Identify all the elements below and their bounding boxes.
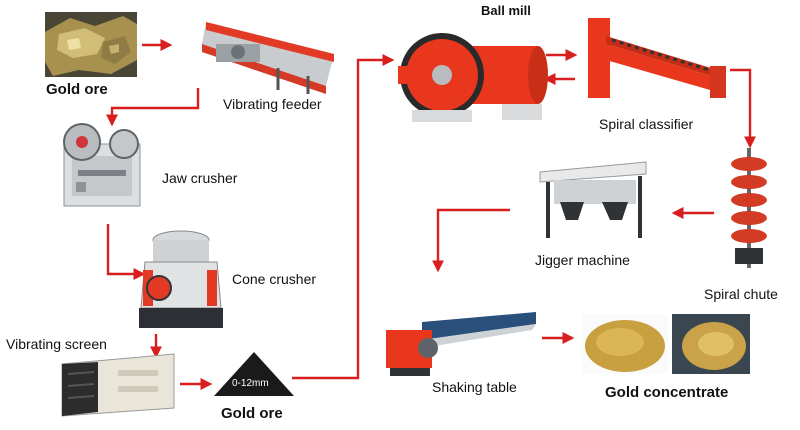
label-gold-ore-top: Gold ore	[46, 81, 108, 98]
ore-pile-triangle	[214, 352, 294, 396]
gold-concentrate-photo-left	[582, 314, 668, 374]
ball-mill-image	[398, 33, 548, 122]
gold-ore-photo	[45, 12, 137, 77]
spiral-classifier-image	[588, 18, 726, 98]
label-spiral-chute: Spiral chute	[704, 286, 778, 302]
pile-size-label: 0-12mm	[232, 378, 269, 389]
shaking-table-image	[386, 312, 536, 376]
arrow-feeder-to-jaw	[106, 88, 200, 127]
gold-concentrate-photo-right	[672, 314, 750, 374]
label-jaw-crusher: Jaw crusher	[162, 170, 238, 186]
label-cone-crusher: Cone crusher	[232, 271, 317, 287]
spiral-chute-image	[731, 148, 767, 268]
label-gold-concentrate: Gold concentrate	[605, 384, 729, 401]
arrow-pile-to-ballmill	[292, 54, 395, 380]
jigger-machine-image	[539, 161, 647, 238]
label-shaking-table: Shaking table	[432, 379, 517, 395]
arrow-jaw-to-cone	[106, 224, 146, 280]
jaw-crusher-image	[63, 123, 141, 207]
arrow-jigger-to-table	[432, 208, 510, 273]
cone-crusher-image	[139, 230, 223, 328]
label-gold-ore-bottom: Gold ore	[221, 405, 283, 422]
label-vibrating-feeder: Vibrating feeder	[223, 96, 322, 112]
label-spiral-classifier: Spiral classifier	[599, 116, 694, 132]
arrow-classifier-to-chute	[730, 68, 756, 149]
vibrating-feeder-image	[202, 22, 334, 94]
label-ball-mill: Ball mill	[481, 3, 531, 18]
label-vibrating-screen: Vibrating screen	[6, 336, 107, 352]
label-jigger-machine: Jigger machine	[535, 252, 630, 268]
vibrating-screen-image	[61, 353, 175, 417]
